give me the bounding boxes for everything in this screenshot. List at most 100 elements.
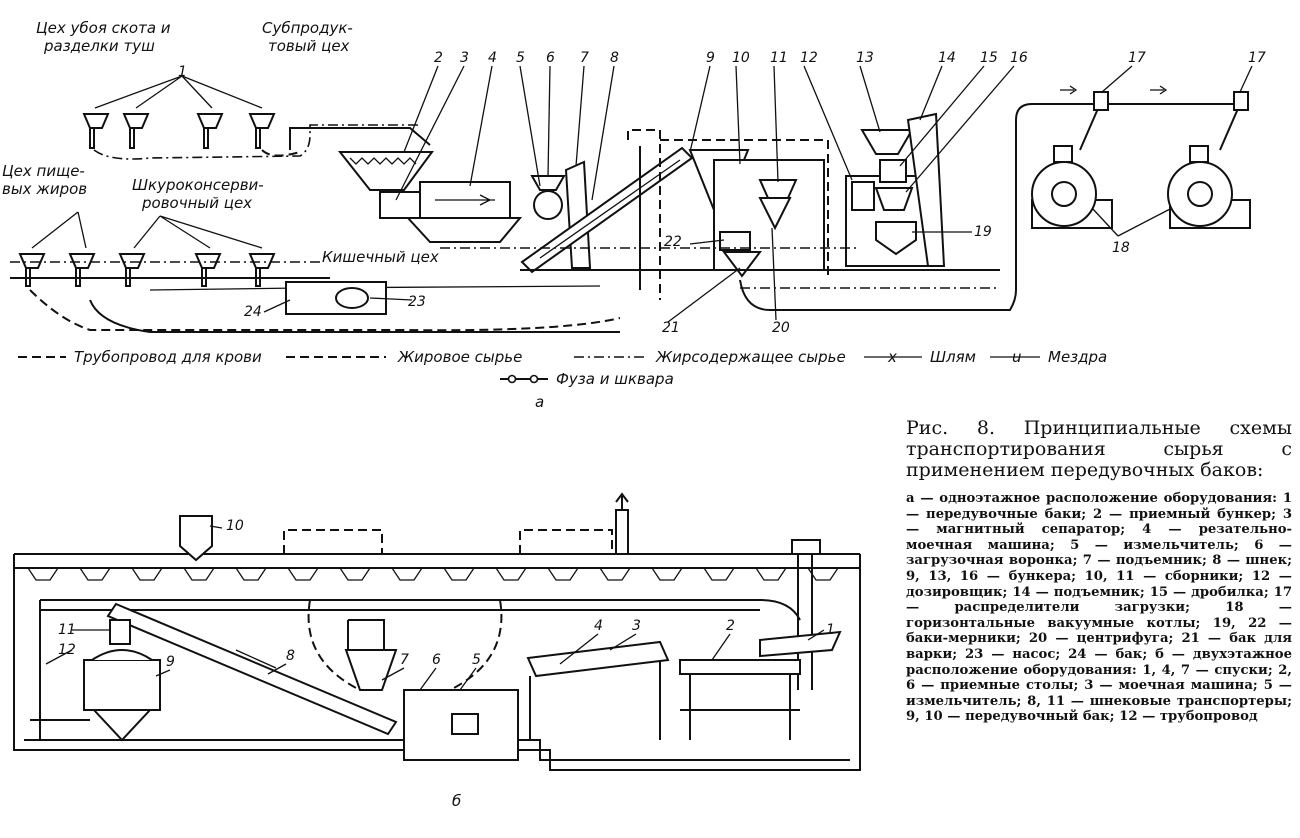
floor-ribs	[27, 567, 839, 581]
diagram-a-number: 10	[732, 50, 750, 66]
pipe-top-dash	[261, 149, 301, 157]
area-intestine-label: Кишечный цех	[322, 248, 439, 266]
diagram-a-number: 12	[800, 50, 818, 66]
dosing-unit	[851, 181, 875, 211]
diagram-a-number: 14	[938, 50, 956, 66]
pipe-top-fat	[93, 124, 420, 160]
pipe-up-left	[627, 129, 661, 300]
pipe-to-cookers	[739, 103, 1236, 311]
lower-enclosure	[307, 599, 503, 691]
area-offal-label-1: Субпродук-	[262, 19, 353, 37]
legend-fat-raw: Жировое сырье	[397, 348, 522, 366]
diagram-a-number: 4	[488, 50, 497, 66]
diagram-b-number: 6	[432, 652, 441, 668]
blow-tank-10	[179, 515, 213, 562]
legend-blood: Трубопровод для крови	[74, 348, 262, 366]
caption-title: Рис. 8. Принципиальные схемы транспортир…	[906, 417, 1292, 481]
diagram-a-number: 17	[1248, 50, 1266, 66]
blow-tanks-top	[82, 113, 276, 149]
washing-machine-3	[526, 640, 670, 678]
machine-supports	[529, 660, 661, 740]
legend-fuza: Фуза и шквара	[556, 370, 674, 388]
legend-marker-x: x	[887, 348, 897, 366]
diagram-b-number: 4	[594, 618, 603, 634]
area-fats-label-2: вых жиров	[2, 180, 87, 198]
pipe-mezdra	[29, 289, 621, 332]
area-slaughter-label-2: разделки туш	[43, 37, 155, 55]
area-slaughter-label-1: Цех убоя скота и	[36, 19, 171, 37]
upper-enclosures	[283, 529, 613, 554]
diagram-a-number: 21	[662, 320, 680, 336]
diagram-a-letter: а	[535, 393, 544, 411]
diagram-a-number: 11	[770, 50, 788, 66]
overhead-pipe	[40, 599, 801, 621]
diagram-b-number: 12	[58, 642, 76, 658]
legend-marker-u: u	[1012, 348, 1022, 366]
diagram-a-number: 8	[610, 50, 619, 66]
magnetic-separator	[379, 191, 421, 219]
diagram-b-number: 1	[826, 622, 835, 638]
caption-body: а — одноэтажное расположение оборудовани…	[906, 491, 1292, 725]
diagram-a-number: 18	[1112, 240, 1130, 256]
area-hide-label-2: ровочный цех	[141, 194, 252, 212]
leader-1-top	[94, 75, 263, 109]
blow-tank-9	[83, 619, 161, 742]
area-fats-label-1: Цех пище-	[2, 162, 85, 180]
diagram-b-number: 7	[400, 652, 409, 668]
flow-arrows	[1060, 85, 1168, 95]
pipe-fuza	[89, 299, 620, 333]
distributor-17b	[1233, 91, 1249, 111]
basement-floor	[24, 739, 850, 761]
diagram-a-number: 17	[1128, 50, 1146, 66]
exhaust-pipe	[615, 492, 629, 554]
diagram-a-number: 13	[856, 50, 874, 66]
diagram-a-number: 15	[980, 50, 998, 66]
area-offal-label-2: товый цех	[268, 37, 350, 55]
distributor-lines	[1079, 103, 1241, 151]
loading-funnel	[530, 175, 566, 191]
number-leaders-a	[263, 65, 1253, 323]
pipe-frame-top	[660, 139, 829, 280]
diagram-b-number: 3	[632, 618, 641, 634]
diagram-a-number: 24	[244, 304, 262, 320]
legend-slime: Шлям	[930, 348, 976, 366]
diagram-a-number: 1	[178, 64, 187, 80]
figure-caption: Рис. 8. Принципиальные схемы транспортир…	[906, 418, 1292, 725]
diagram-a-number: 5	[516, 50, 525, 66]
vacuum-cooker-1	[1031, 145, 1113, 229]
receiving-tray-1	[759, 630, 842, 658]
diagram-a-number: 22	[664, 234, 682, 250]
receiving-table-2	[679, 659, 801, 675]
diagram-a-number: 23	[408, 294, 426, 310]
vacuum-cooker-2	[1167, 145, 1251, 229]
diagram-a-number: 3	[460, 50, 469, 66]
legend-mezdra: Мездра	[1048, 348, 1107, 366]
leader-18	[1091, 207, 1173, 237]
diagram-a-number: 9	[706, 50, 715, 66]
chute-7-pipe	[347, 619, 385, 650]
legend-fat-containing: Жирсодержащее сырье	[655, 348, 846, 366]
lift-14	[906, 112, 946, 267]
diagram-a-number: 6	[546, 50, 555, 66]
diagram-b: 1 2 3 4 5 6 7 8 9 10 11 12 б	[13, 492, 861, 810]
pump-23	[335, 287, 369, 309]
cooking-tank	[722, 251, 762, 278]
diagram-a-number: 2	[434, 50, 443, 66]
diagram-b-number: 9	[166, 654, 175, 670]
diagram-b-number: 2	[726, 618, 735, 634]
bunker-16	[874, 187, 914, 211]
chute-1-top	[791, 539, 821, 555]
diagram-b-number: 5	[472, 652, 481, 668]
diagram-a-number: 16	[1010, 50, 1028, 66]
legend-a: Трубопровод для крови Жировое сырье Жирс…	[18, 348, 1107, 388]
area-hide-label-1: Шкуроконсерви-	[132, 176, 264, 194]
centrifuge	[758, 197, 792, 231]
diagram-a: Цех убоя скота и разделки туш Субпродук-…	[2, 19, 1266, 411]
measuring-tank-19	[875, 221, 917, 256]
chute-7	[344, 649, 398, 691]
washer-tray	[405, 217, 523, 243]
bunker-13	[860, 129, 914, 155]
receiving-hopper	[337, 151, 434, 191]
diagram-a-number: 19	[974, 224, 992, 240]
